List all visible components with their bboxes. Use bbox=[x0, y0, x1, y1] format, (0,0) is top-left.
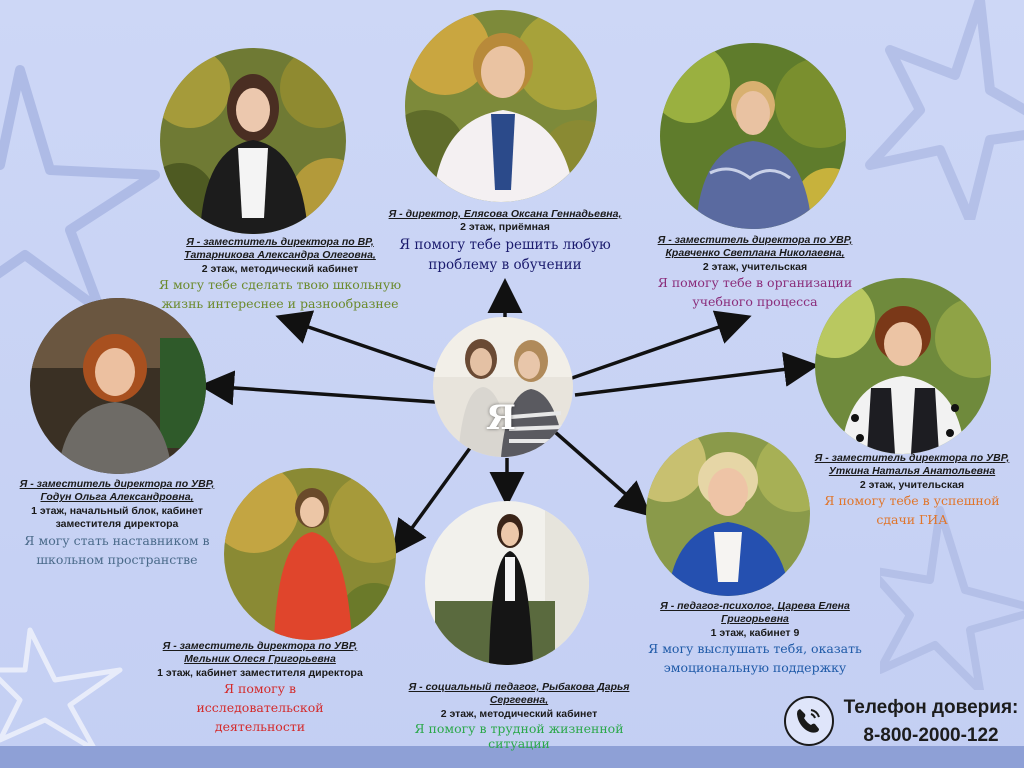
kravchenko-location: 2 этаж, учительская bbox=[702, 260, 808, 273]
star-decoration-bottom-left bbox=[0, 627, 123, 750]
vr-role: Я - заместитель директора по ВР, bbox=[186, 236, 374, 248]
kravchenko-help: Я помогу тебе в организации учебного про… bbox=[657, 275, 853, 310]
hotline: Телефон доверия: 8-800-2000-122 bbox=[838, 694, 1024, 749]
psych-role: Я - педагог-психолог, Царева Елена Григо… bbox=[660, 600, 850, 626]
center-letter: Я bbox=[486, 398, 516, 438]
star-decoration-bottom-right bbox=[880, 506, 1024, 690]
director-role: Я - директор, Елясова Оксана Геннадьевна… bbox=[388, 208, 622, 220]
melnik-card: Я - заместитель директора по УВР, Мельни… bbox=[120, 640, 400, 737]
godun-photo bbox=[30, 298, 206, 474]
arrow-to-utkina bbox=[574, 352, 819, 397]
star-decoration-top-right bbox=[865, 0, 1024, 220]
psych-photo bbox=[646, 432, 810, 596]
phone-icon bbox=[784, 696, 834, 746]
melnik-photo bbox=[224, 468, 396, 640]
godun-location: 1 этаж, начальный блок, кабинет заместит… bbox=[31, 504, 203, 531]
director-card: Я - директор, Елясова Оксана Геннадьевна… bbox=[355, 208, 655, 275]
arrow-to-godun bbox=[199, 370, 436, 406]
melnik-help: Я помогу в исследовательской деятельност… bbox=[196, 681, 324, 734]
vr-name: Татарникова Александра Олеговна, bbox=[184, 249, 376, 262]
vr-photo bbox=[160, 48, 346, 234]
godun-help: Я могу стать наставником в школьном прос… bbox=[24, 532, 210, 567]
arrow-to-kravchenko bbox=[571, 310, 752, 380]
utkina-photo bbox=[815, 278, 991, 454]
utkina-location: 2 этаж, учительская bbox=[859, 478, 965, 491]
hotline-title: Телефон доверия: bbox=[843, 697, 1019, 718]
vr-card: Я - заместитель директора по ВР, Татарни… bbox=[145, 236, 415, 314]
melnik-location: 1 этаж, кабинет заместителя директора bbox=[157, 666, 363, 679]
hotline-number[interactable]: 8-800-2000-122 bbox=[863, 724, 999, 746]
psych-help: Я могу выслушать тебя, оказать эмоционал… bbox=[648, 641, 862, 676]
utkina-help: Я помогу тебе в успешной сдачи ГИА bbox=[824, 493, 1000, 528]
utkina-name: Уткина Наталья Анатольевна bbox=[828, 465, 996, 478]
godun-card: Я - заместитель директора по УВР, Годун … bbox=[0, 478, 234, 569]
vr-help: Я могу тебе сделать твою школьную жизнь … bbox=[158, 277, 402, 312]
arrow-to-psych bbox=[553, 430, 652, 517]
psych-card: Я - педагог-психолог, Царева Елена Григо… bbox=[640, 600, 870, 678]
director-help: Я помогу тебе решить любую проблему в об… bbox=[399, 236, 611, 274]
vr-location: 2 этаж, методический кабинет bbox=[201, 262, 359, 275]
arrow-to-vr bbox=[275, 310, 441, 374]
godun-role: Я - заместитель директора по УВР, bbox=[19, 478, 215, 490]
godun-name: Годун Ольга Александровна, bbox=[40, 491, 194, 504]
utkina-card: Я - заместитель директора по УВР, Уткина… bbox=[800, 452, 1024, 530]
arrow-to-melnik bbox=[391, 446, 472, 556]
kravchenko-role: Я - заместитель директора по УВР, bbox=[657, 234, 853, 246]
utkina-role: Я - заместитель директора по УВР, bbox=[814, 452, 1010, 464]
director-photo bbox=[405, 10, 597, 202]
kravchenko-photo bbox=[660, 43, 846, 229]
social-help: Я помогу в трудной жизненной ситуации bbox=[414, 721, 624, 752]
star-decoration-left bbox=[0, 65, 160, 315]
social-location: 2 этаж, методический кабинет bbox=[440, 707, 598, 720]
center-photo bbox=[433, 317, 573, 457]
kravchenko-name: Кравченко Светлана Николаевна, bbox=[665, 247, 845, 260]
melnik-role: Я - заместитель директора по УВР, bbox=[162, 640, 358, 652]
social-photo bbox=[425, 501, 589, 665]
director-location: 2 этаж, приёмная bbox=[460, 221, 550, 234]
melnik-name: Мельник Олеся Григорьевна bbox=[184, 653, 336, 666]
psych-location: 1 этаж, кабинет 9 bbox=[710, 626, 800, 639]
social-role: Я - социальный педагог, Рыбакова Дарья С… bbox=[408, 681, 630, 707]
social-card: Я - социальный педагог, Рыбакова Дарья С… bbox=[388, 681, 650, 751]
kravchenko-card: Я - заместитель директора по УВР, Кравче… bbox=[620, 234, 890, 312]
bottom-band bbox=[0, 746, 1024, 768]
